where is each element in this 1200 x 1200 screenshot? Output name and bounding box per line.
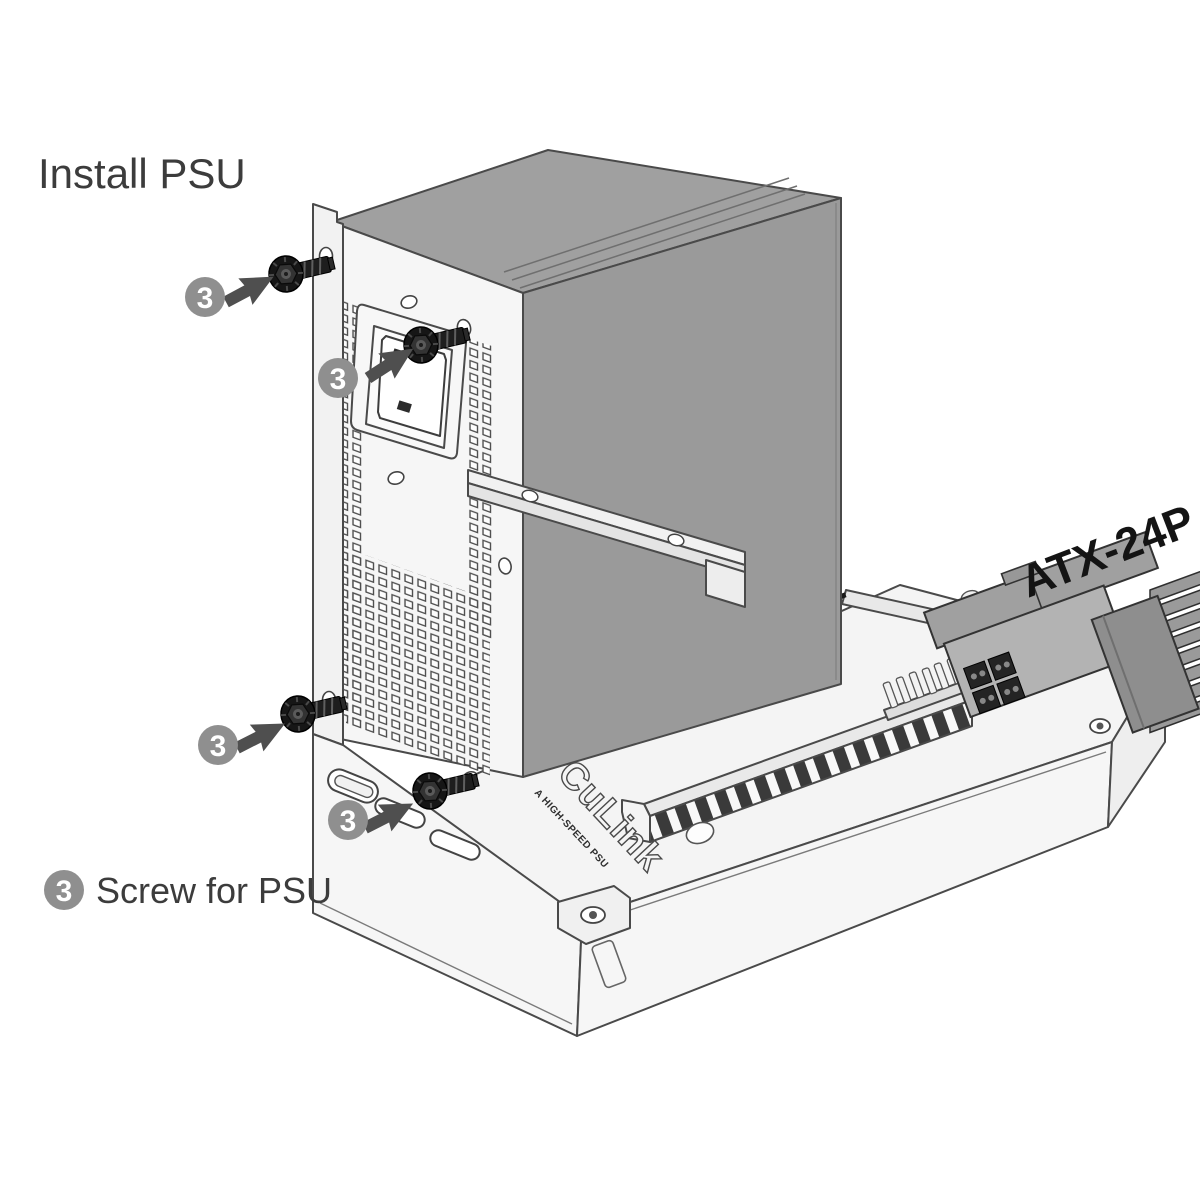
tab-hole [521, 489, 539, 503]
atx-connector [922, 530, 1200, 734]
callout-badge-4: 3 [328, 800, 368, 840]
panel-hole [498, 557, 512, 575]
mounting-bracket [312, 203, 746, 746]
port-cutout-inner [334, 774, 374, 799]
callout-badge-1: 3 [185, 277, 225, 317]
corner-standoff [1089, 718, 1111, 734]
tray-walls [312, 654, 1166, 1037]
connector-pins [962, 651, 1026, 715]
psu-side-face [522, 197, 842, 778]
psu-top-seams [503, 177, 806, 289]
slot-end-cap [621, 799, 651, 843]
inlet-screw-hole [387, 470, 405, 486]
bracket-plate [312, 203, 344, 746]
corner-standoff [557, 885, 631, 945]
inlet-screw-hole [400, 294, 418, 310]
legend-label: Screw for PSU [96, 870, 332, 911]
tab-flange [705, 559, 746, 608]
callout-badge-number: 3 [330, 363, 347, 396]
callout-badge-2: 3 [318, 358, 358, 398]
wall-slot [591, 939, 627, 989]
callout-badge-number: 3 [210, 730, 227, 763]
psu-unit [330, 149, 842, 778]
legend-badge-circle [44, 870, 84, 910]
legend: 3 Screw for PSU [44, 870, 332, 911]
tray-hole [685, 821, 715, 845]
callout-badge-number: 3 [340, 805, 357, 838]
bracket-tab [467, 469, 746, 608]
vent-grid [346, 548, 490, 776]
connector-cap [1090, 594, 1200, 734]
callout-badge-number: 3 [197, 282, 214, 315]
ac-pin [396, 400, 412, 413]
callout-badge-3: 3 [198, 725, 238, 765]
page-title: Install PSU [38, 150, 246, 197]
tab-hole [667, 533, 685, 547]
oval-slot [429, 829, 481, 861]
legend-badge-number: 3 [56, 875, 73, 908]
